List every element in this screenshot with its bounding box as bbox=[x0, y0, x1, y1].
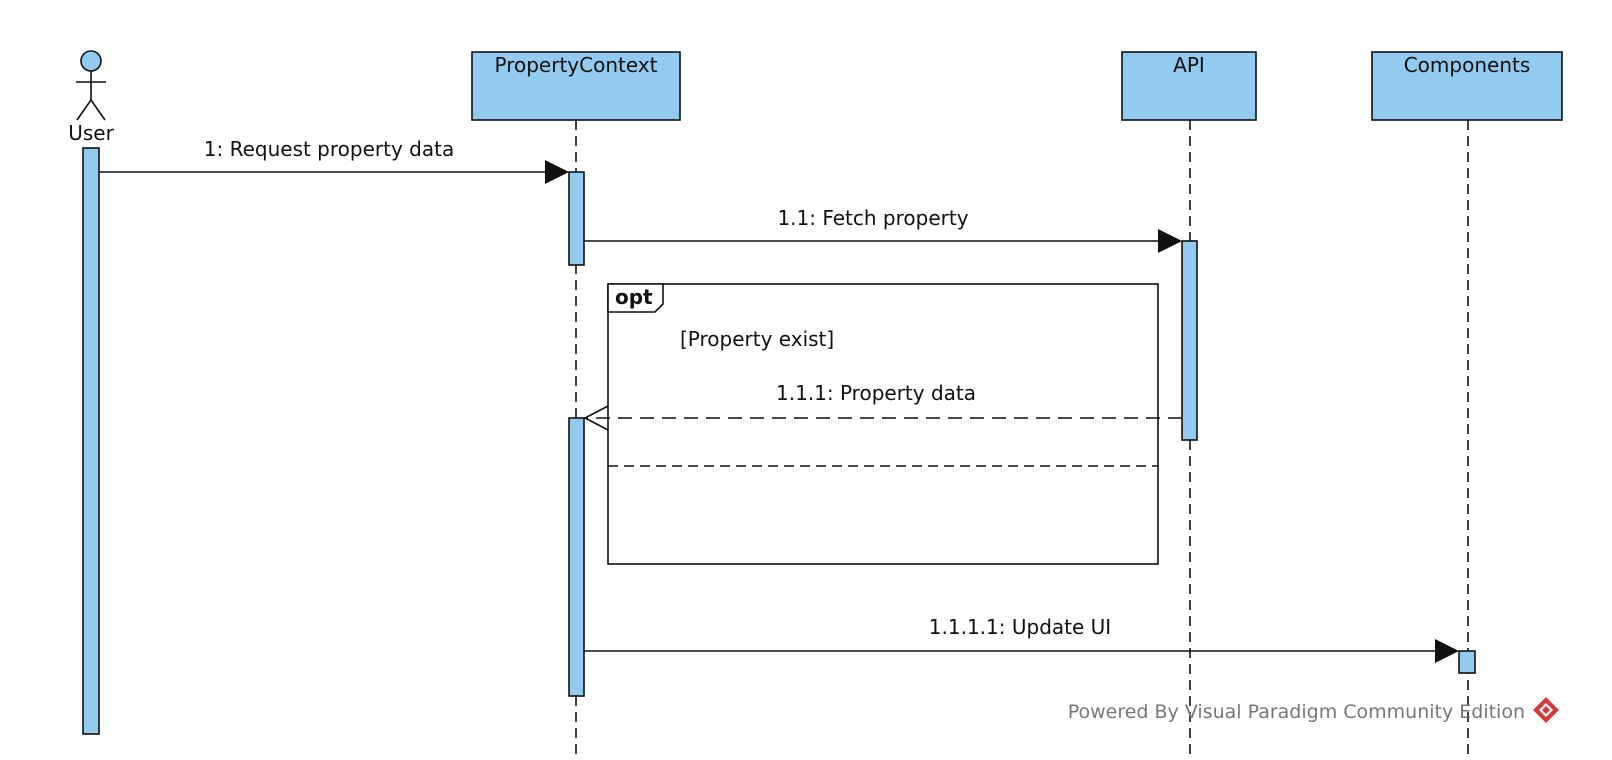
actor-user-label: User bbox=[68, 121, 114, 145]
actor-user[interactable]: User bbox=[68, 50, 115, 145]
arrowhead-open-icon bbox=[583, 405, 609, 431]
fragment-frame bbox=[607, 283, 1159, 565]
participant-api-label: API bbox=[1173, 53, 1205, 77]
activation-bar-components bbox=[1458, 650, 1476, 674]
stick-figure-icon bbox=[76, 50, 106, 121]
message-label: 1.1.1: Property data bbox=[776, 381, 976, 405]
message-fetch-property[interactable]: 1.1: Fetch property bbox=[584, 206, 1182, 253]
arrowhead-filled-icon bbox=[1158, 229, 1182, 253]
fragment-guard-label: [Property exist] bbox=[680, 327, 834, 351]
activation-bar-property-context-2 bbox=[568, 417, 585, 697]
message-label: 1.1.1.1: Update UI bbox=[929, 615, 1111, 639]
message-label: 1.1: Fetch property bbox=[777, 206, 968, 230]
fragment-operator-label: opt bbox=[615, 285, 653, 309]
message-label: 1: Request property data bbox=[204, 137, 454, 161]
message-request-property-data[interactable]: 1: Request property data bbox=[99, 137, 569, 184]
activation-bar-api bbox=[1181, 240, 1198, 441]
opt-fragment[interactable]: opt [Property exist] bbox=[607, 283, 1159, 565]
participant-box bbox=[471, 51, 681, 121]
message-update-ui[interactable]: 1.1.1.1: Update UI bbox=[584, 615, 1459, 663]
participant-components-label: Components bbox=[1404, 53, 1531, 77]
arrowhead-filled-icon bbox=[1435, 639, 1459, 663]
activation-bar-user bbox=[82, 147, 100, 735]
participant-property-context[interactable]: PropertyContext bbox=[471, 51, 681, 121]
visual-paradigm-logo-icon bbox=[1533, 697, 1559, 723]
message-property-data-return[interactable]: 1.1.1: Property data bbox=[583, 381, 1182, 431]
participant-box bbox=[1371, 51, 1563, 121]
participant-box bbox=[1121, 51, 1257, 121]
participant-api[interactable]: API bbox=[1121, 51, 1257, 121]
fragment-operator-tab bbox=[607, 283, 664, 313]
arrowhead-filled-icon bbox=[545, 160, 569, 184]
activation-bar-property-context-1 bbox=[568, 171, 585, 266]
participant-components[interactable]: Components bbox=[1371, 51, 1563, 121]
powered-by-footer: Powered By Visual Paradigm Community Edi… bbox=[1068, 701, 1525, 723]
participant-property-context-label: PropertyContext bbox=[495, 53, 658, 77]
